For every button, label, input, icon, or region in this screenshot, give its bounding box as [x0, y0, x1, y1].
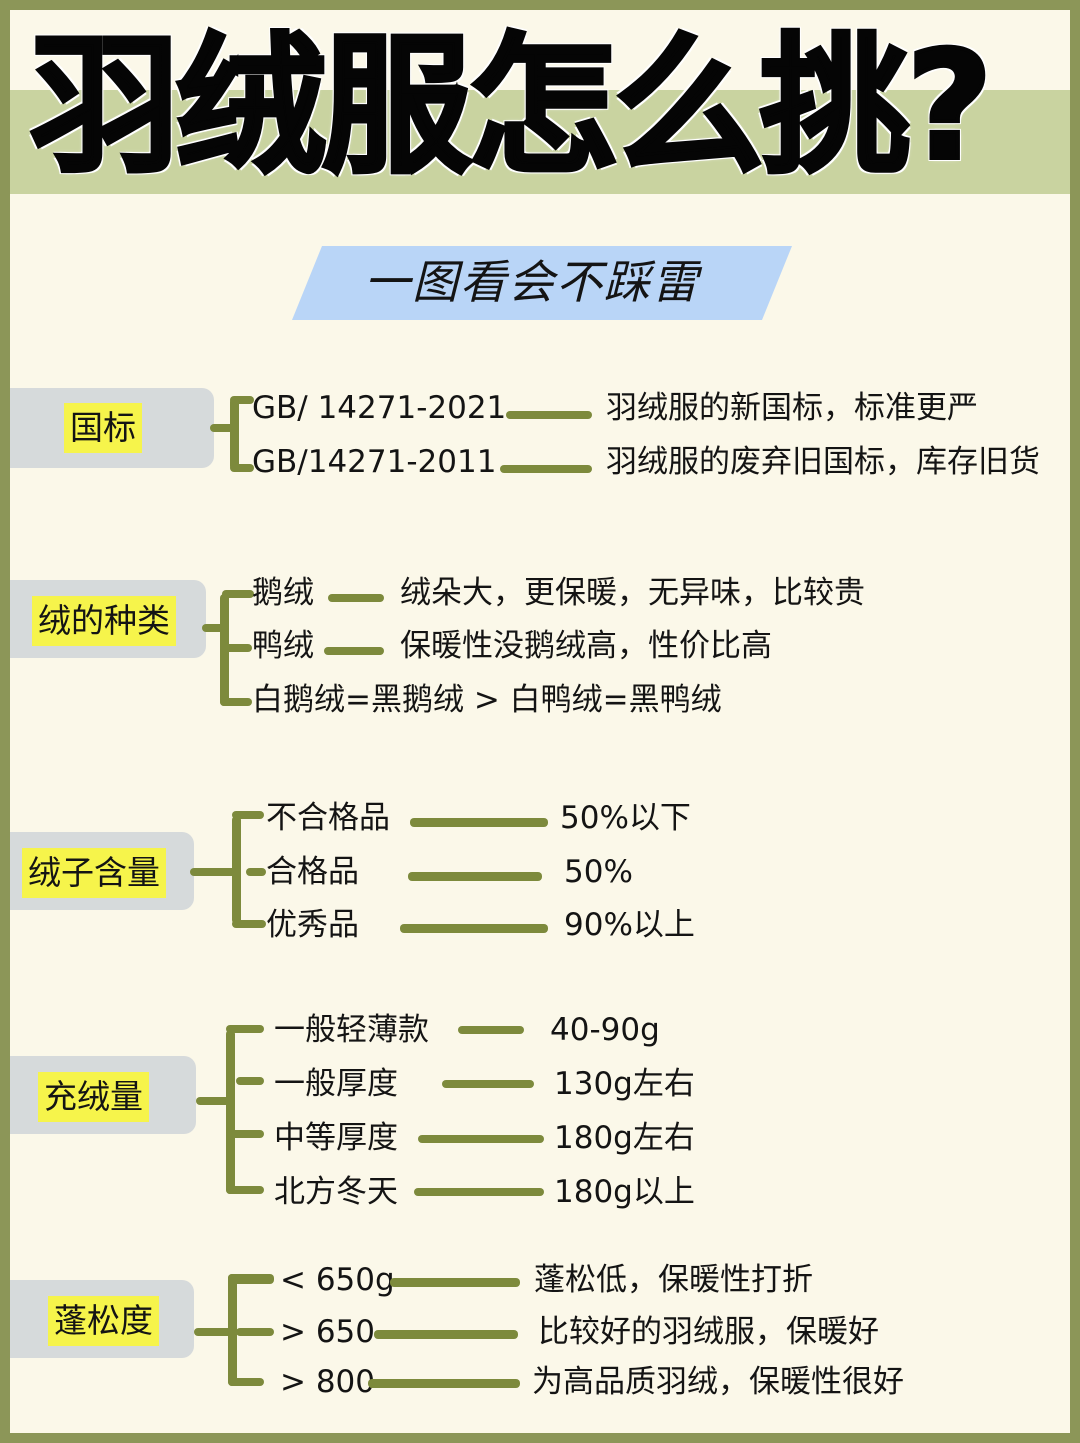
branch-connector	[232, 816, 241, 924]
branch-connector	[202, 624, 228, 632]
desc-text: 40-90g	[550, 1012, 660, 1048]
category-label: 蓬松度	[48, 1296, 159, 1346]
branch-connector	[226, 1025, 264, 1033]
desc-text: 保暖性没鹅绒高，性价比高	[400, 628, 772, 664]
infographic-canvas: 羽绒服怎么挑? 一图看会不踩雷 国标 GB/ 14271-2021 羽绒服的新国…	[10, 10, 1070, 1433]
item-text: > 800	[280, 1364, 375, 1400]
branch-connector	[226, 1186, 264, 1194]
page-title: 羽绒服怎么挑?	[28, 20, 995, 194]
item-text: GB/ 14271-2021	[252, 390, 507, 426]
item-text: 不合格品	[266, 800, 390, 836]
item-text: 一般厚度	[274, 1066, 398, 1102]
subtitle-text: 一图看会不踩雷	[364, 255, 700, 309]
link-line	[328, 594, 384, 602]
link-line	[418, 1135, 544, 1143]
desc-text: 羽绒服的废弃旧国标，库存旧货	[606, 444, 1040, 480]
link-line	[368, 1379, 520, 1388]
link-line	[506, 411, 592, 419]
branch-connector	[226, 1030, 235, 1194]
branch-connector	[230, 398, 239, 470]
link-line	[442, 1080, 534, 1088]
link-line	[400, 924, 548, 933]
item-text: > 650	[280, 1314, 375, 1350]
branch-connector	[210, 424, 234, 432]
link-line	[410, 818, 548, 827]
subtitle-background	[292, 246, 792, 320]
link-line	[414, 1188, 544, 1196]
item-text: GB/14271-2011	[252, 444, 497, 480]
desc-text: 羽绒服的新国标，标准更严	[606, 390, 978, 426]
link-line	[500, 465, 592, 473]
link-line	[408, 872, 542, 881]
desc-text: 180g左右	[554, 1120, 695, 1156]
branch-connector	[230, 464, 254, 472]
desc-text: 180g以上	[554, 1174, 695, 1210]
item-text: 优秀品	[266, 907, 359, 943]
category-label: 充绒量	[38, 1072, 149, 1122]
item-text: 白鹅绒=黑鹅绒 > 白鸭绒=黑鸭绒	[252, 682, 722, 718]
branch-connector	[222, 590, 254, 598]
branch-connector	[194, 1328, 236, 1336]
branch-connector	[220, 698, 252, 706]
item-text: 北方冬天	[274, 1174, 398, 1210]
title-band	[10, 90, 1070, 194]
desc-text: 90%以上	[564, 907, 695, 943]
desc-text: 130g左右	[554, 1066, 695, 1102]
item-text: 中等厚度	[274, 1120, 398, 1156]
branch-connector	[226, 1130, 264, 1138]
branch-connector	[228, 1274, 237, 1386]
category-label: 绒的种类	[32, 596, 176, 646]
branch-connector	[220, 644, 252, 652]
branch-connector	[232, 811, 264, 819]
link-line	[324, 647, 384, 655]
branch-connector	[196, 1097, 232, 1105]
desc-text: 50%以下	[560, 800, 691, 836]
link-line	[458, 1026, 524, 1034]
branch-connector	[190, 868, 238, 876]
branch-connector	[236, 1328, 274, 1336]
desc-text: 50%	[564, 854, 633, 890]
branch-connector	[246, 868, 266, 876]
desc-text: 绒朵大，更保暖，无异味，比较贵	[400, 575, 865, 611]
item-text: < 650g	[280, 1262, 395, 1298]
category-label: 绒子含量	[22, 848, 166, 898]
desc-text: 比较好的羽绒服，保暖好	[538, 1314, 879, 1350]
link-line	[374, 1330, 518, 1339]
link-line	[390, 1278, 520, 1287]
desc-text: 蓬松低，保暖性打折	[534, 1262, 813, 1298]
branch-connector	[230, 396, 254, 404]
subtitle-banner: 一图看会不踩雷	[292, 246, 792, 320]
item-text: 鸭绒	[252, 628, 314, 664]
desc-text: 为高品质羽绒，保暖性很好	[532, 1364, 904, 1400]
item-text: 鹅绒	[252, 575, 314, 611]
item-text: 合格品	[266, 854, 359, 890]
branch-connector	[228, 1378, 264, 1386]
category-label: 国标	[64, 403, 142, 453]
branch-connector	[236, 1077, 264, 1085]
item-text: 一般轻薄款	[274, 1012, 429, 1048]
branch-connector	[232, 920, 266, 928]
branch-connector	[228, 1274, 274, 1284]
